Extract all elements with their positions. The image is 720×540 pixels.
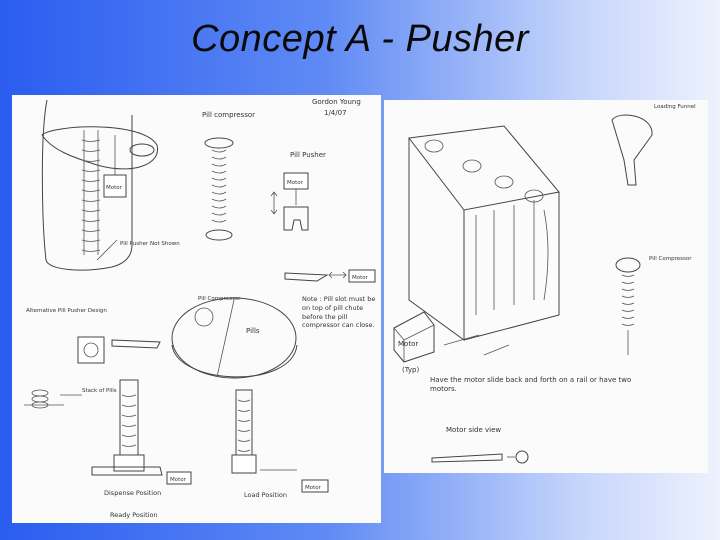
right-sketch-sheet: Motor (Typ) Loading Funnel Pill Compress… bbox=[384, 100, 708, 473]
motor-top-label: Motor bbox=[287, 180, 304, 186]
motor-side-view-sketch bbox=[431, 450, 529, 464]
dispense-position-label: Dispense Position bbox=[104, 489, 161, 497]
load-tube-sketch bbox=[231, 389, 329, 493]
pill-cylinder-sketch bbox=[41, 99, 158, 271]
right-sketch-drawing: Motor (Typ) Loading Funnel Pill Compress… bbox=[393, 104, 696, 464]
compressor-plate-sketch bbox=[171, 297, 298, 379]
motor-rail-note: Have the motor slide back and forth on a… bbox=[430, 376, 632, 394]
loading-funnel-label: Loading Funnel bbox=[654, 104, 696, 110]
pills-label: Pills bbox=[246, 327, 260, 335]
load-position-label: Load Position bbox=[244, 491, 287, 499]
alternative-pusher-sketch bbox=[77, 336, 161, 364]
left-sketch-sheet: Gordon Young 1/4/07 Motor Pill Pusher No… bbox=[12, 95, 381, 523]
stack-of-pills-sketch bbox=[24, 389, 82, 409]
pill-compressor-spring-sketch bbox=[204, 137, 234, 241]
pill-compressor-plate-label: Pill Compressor bbox=[198, 296, 241, 302]
left-sketch-drawing: Gordon Young 1/4/07 Motor Pill Pusher No… bbox=[24, 98, 376, 519]
loading-funnel-sketch bbox=[611, 114, 653, 186]
alternative-pill-pusher-label: Alternative Pill Pusher Design bbox=[26, 308, 107, 314]
pill-compressor-spring-right bbox=[615, 257, 641, 355]
pill-compressor-right-label: Pill Compressor bbox=[649, 256, 692, 262]
pill-pusher-label: Pill Pusher bbox=[290, 151, 326, 159]
motor-right-bottom-label: Motor bbox=[305, 485, 322, 491]
pill-slot-note: Note : Pill slot must be on top of pill … bbox=[302, 295, 376, 330]
dispense-tube-sketch bbox=[91, 379, 192, 485]
ready-position-label: Ready Position bbox=[110, 511, 158, 519]
motor-box-sketch bbox=[393, 311, 510, 363]
typ-label: (Typ) bbox=[402, 366, 420, 374]
slide-title: Concept A - Pusher bbox=[191, 18, 529, 60]
motor-pusher-label: Motor bbox=[352, 275, 369, 281]
motor-main-label: Motor bbox=[106, 185, 123, 191]
date-label: 1/4/07 bbox=[324, 109, 347, 117]
pill-pusher-not-shown-label: Pill Pusher Not Shown bbox=[120, 241, 180, 247]
pill-pusher-sketch bbox=[270, 172, 309, 231]
pill-compressor-label: Pill compressor bbox=[202, 111, 255, 119]
motor-left-bottom-label: Motor bbox=[170, 477, 187, 483]
dispenser-box-sketch bbox=[408, 125, 560, 341]
author-label: Gordon Young bbox=[312, 98, 361, 106]
stack-of-pills-label: Stack of Pills bbox=[82, 388, 117, 394]
motor-side-view-label: Motor side view bbox=[446, 426, 501, 434]
motor-box-label: Motor bbox=[398, 340, 418, 348]
pusher-blade-sketch bbox=[284, 269, 376, 283]
